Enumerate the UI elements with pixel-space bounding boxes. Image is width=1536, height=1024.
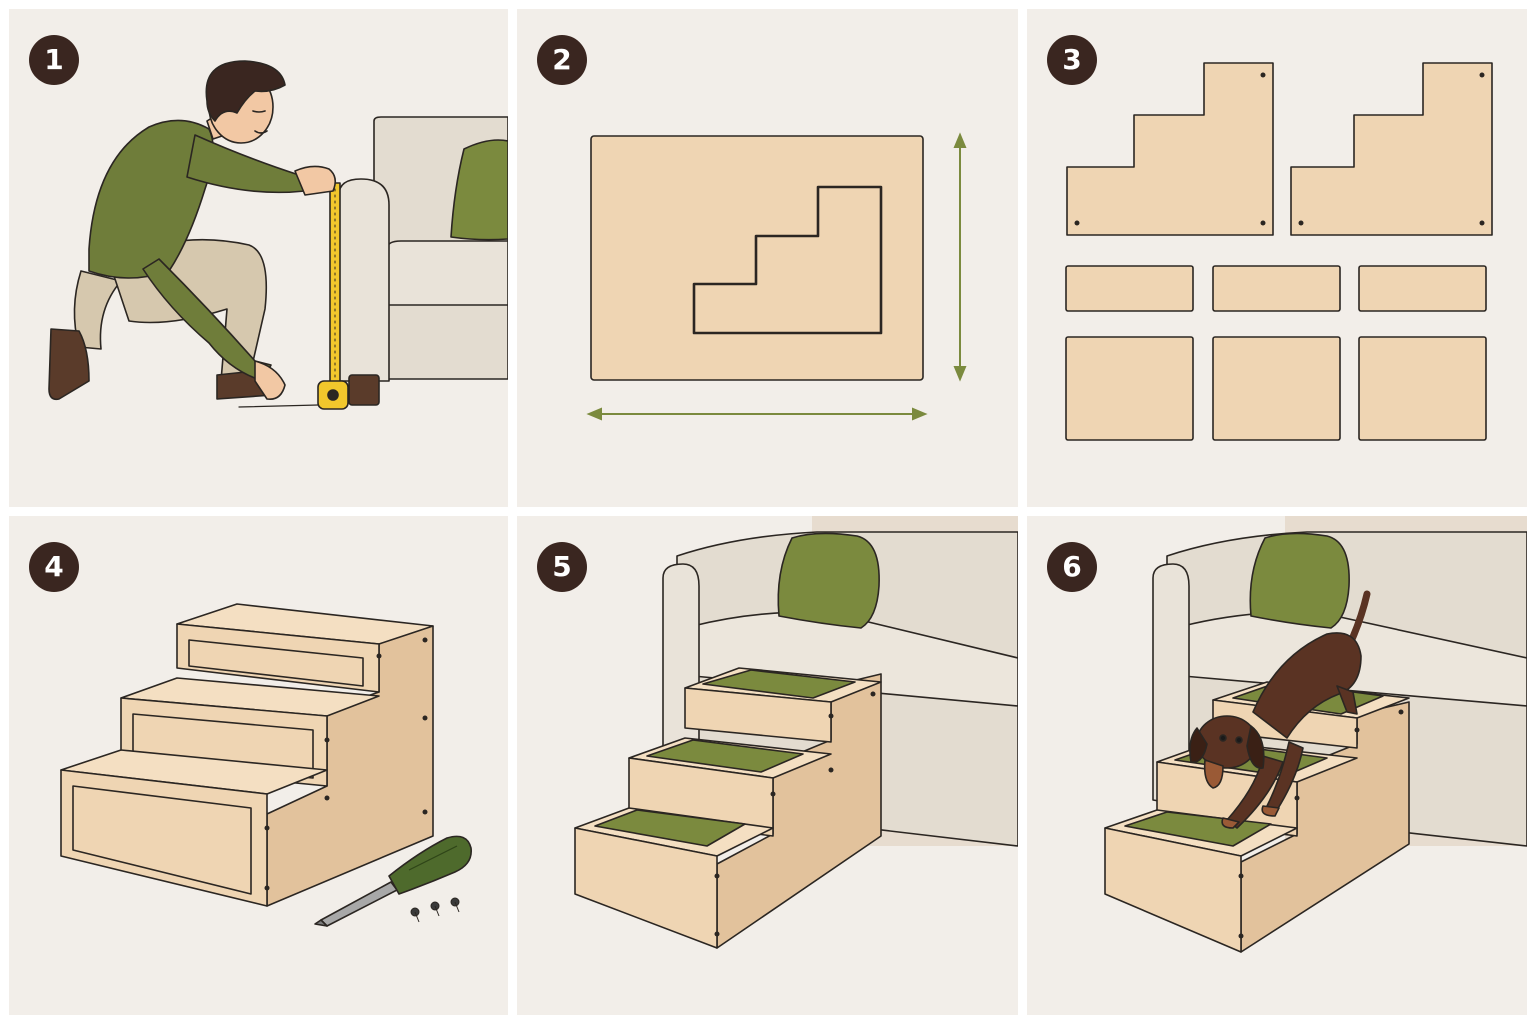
step-1-illustration bbox=[48, 60, 508, 410]
step-5-panel: 5 bbox=[517, 516, 1018, 1015]
screws bbox=[410, 897, 460, 923]
riser-board-3 bbox=[1358, 265, 1487, 312]
step-1-badge: 1 bbox=[29, 35, 79, 85]
step-3-illustration bbox=[1065, 62, 1493, 441]
dimension-arrows bbox=[586, 132, 967, 421]
step-2-badge: 2 bbox=[537, 35, 587, 85]
step-3-badge: 3 bbox=[1047, 35, 1097, 85]
step-1-panel: 1 bbox=[9, 9, 508, 507]
step-2-illustration bbox=[586, 132, 967, 421]
step-4-badge: 4 bbox=[29, 542, 79, 592]
tread-board-3 bbox=[1358, 336, 1487, 441]
screwdriver bbox=[314, 835, 472, 927]
dachshund bbox=[1189, 590, 1371, 829]
step-5-illustration bbox=[574, 516, 1018, 949]
step-5-badge: 5 bbox=[537, 542, 587, 592]
tread-board-1 bbox=[1065, 336, 1194, 441]
riser-board-1 bbox=[1065, 265, 1194, 312]
side-panel-left bbox=[1066, 62, 1274, 236]
step-3-panel: 3 bbox=[1027, 9, 1527, 507]
step-2-panel: 2 bbox=[517, 9, 1018, 507]
couch bbox=[338, 116, 508, 406]
screw-holes bbox=[1074, 72, 1485, 226]
step-4-panel: 4 bbox=[9, 516, 508, 1015]
step-4-illustration bbox=[60, 603, 472, 927]
assembled-stairs bbox=[60, 603, 434, 907]
tread-board-2 bbox=[1212, 336, 1341, 441]
riser-board-2 bbox=[1212, 265, 1341, 312]
step-6-panel: 6 bbox=[1027, 516, 1527, 1015]
man-measuring bbox=[48, 60, 337, 401]
side-panel-right bbox=[1290, 62, 1493, 236]
step-6-badge: 6 bbox=[1047, 542, 1097, 592]
carpeted-stairs bbox=[574, 667, 882, 949]
carpeted-stairs bbox=[1104, 681, 1410, 953]
stair-profile-outline bbox=[692, 185, 883, 335]
step-6-illustration bbox=[1104, 516, 1527, 953]
